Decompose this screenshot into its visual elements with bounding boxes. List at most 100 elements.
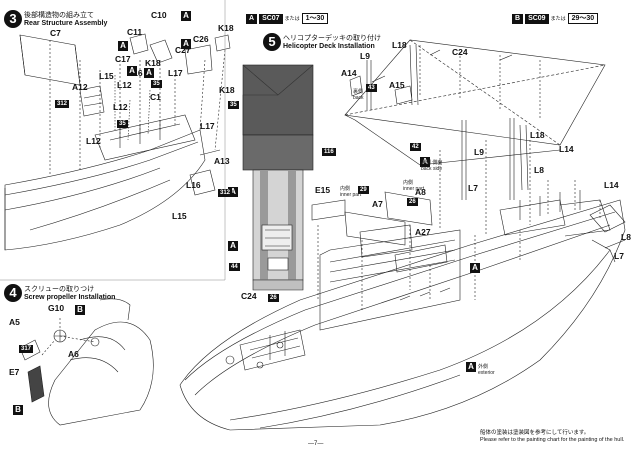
heli-deck-plate — [344, 39, 606, 146]
step-4-title: スクリューの取りつけ Screw propeller Installation — [24, 286, 115, 302]
step-4-title-en: Screw propeller Installation — [24, 294, 116, 301]
note-inner-part-a: 内側 inner part — [340, 186, 362, 198]
step-3-title-jp: 後部構造物の組み立て — [24, 12, 94, 19]
step-5-title-en: Helicopter Deck Installation — [283, 43, 375, 50]
part-l14-b: L14 — [604, 180, 619, 190]
part-a13: A13 — [214, 156, 230, 166]
rear-deck — [94, 114, 196, 161]
part-l16-lower: L16 — [186, 180, 201, 190]
part-l8-b: L8 — [621, 232, 631, 242]
part-a27: A27 — [415, 227, 431, 237]
marker-a-2: A — [118, 41, 128, 51]
part-a6: A6 — [68, 349, 79, 359]
callout-26-b: 26 — [407, 198, 418, 206]
part-l15-top: L15 — [99, 71, 114, 81]
part-l18-mid: L18 — [530, 130, 545, 140]
part-c24-deck: C24 — [241, 291, 257, 301]
part-l12-a: L12 — [117, 80, 132, 90]
marker-a-4: A — [127, 66, 137, 76]
c10-part — [149, 39, 173, 64]
marker-a-5: A — [144, 68, 154, 78]
marker-a-6: A — [228, 241, 238, 251]
main-hull-outline — [179, 199, 626, 431]
part-l8-a: L8 — [534, 165, 544, 175]
part-c7: C7 — [50, 28, 61, 38]
part-k18-right: K18 — [218, 23, 234, 33]
part-a12: A12 — [72, 82, 88, 92]
part-l18-top: L18 — [392, 40, 407, 50]
note-back: 裏側 back — [353, 89, 364, 101]
part-a8: A8 — [415, 187, 426, 197]
part-k18-top: K18 — [145, 58, 161, 68]
step-3-number: 3 — [4, 10, 22, 28]
step-5-number: 5 — [263, 33, 281, 51]
part-l17-lower: L17 — [200, 121, 215, 131]
legend-a-key: A — [246, 13, 258, 24]
part-c1: C1 — [150, 92, 161, 102]
c27-part — [184, 44, 213, 75]
legend-a-or: または — [284, 16, 300, 22]
part-l7-b: L7 — [614, 251, 624, 261]
part-l17-top: L17 — [168, 68, 183, 78]
step-4-number: 4 — [4, 284, 22, 302]
part-e7: E7 — [9, 367, 20, 377]
legend-b-code: SC09 — [525, 13, 549, 24]
part-a15: A15 — [389, 80, 405, 90]
note-back-side: 裏側 側面 back side — [421, 160, 443, 172]
callout-312-b: 312 — [218, 189, 233, 197]
part-a5: A5 — [9, 317, 20, 327]
footer-note-jp: 船体の塗装は塗装図を参考にして行います。 — [480, 430, 590, 436]
footer-note: 船体の塗装は塗装図を参考にして行います。 Please refer to the… — [480, 430, 624, 444]
page-number: ―7― — [308, 441, 324, 447]
legend-b-key: B — [512, 13, 524, 24]
part-l14-a: L14 — [559, 144, 574, 154]
callout-35-b: 35 — [117, 120, 128, 128]
rear-hull-outline — [4, 129, 206, 251]
legend-b: B SC09 または 29～30 — [512, 13, 599, 24]
part-e15: E15 — [315, 185, 331, 195]
part-c27: C27 — [175, 45, 191, 55]
step-3-title-en: Rear Structure Assembly — [24, 20, 108, 27]
marker-a-8: A — [420, 157, 430, 167]
callout-29: 29 — [358, 186, 369, 194]
callout-42: 42 — [410, 143, 421, 151]
marker-a-7: A — [228, 187, 238, 197]
footer-note-en: Please refer to the painting chart for t… — [480, 437, 625, 443]
note-exterior: 外側 exterior — [478, 364, 495, 376]
callout-35-a: 35 — [151, 80, 162, 88]
part-l9-top: L9 — [360, 51, 370, 61]
part-a7: A7 — [372, 199, 383, 209]
step-5-title-jp: ヘリコプターデッキの取り付け — [283, 35, 381, 42]
step-5-title: ヘリコプターデッキの取り付け Helicopter Deck Installat… — [283, 35, 381, 51]
callout-26-a: 26 — [268, 294, 279, 302]
part-k18-lower: K18 — [219, 85, 235, 95]
part-g10: G10 — [48, 303, 65, 313]
part-c11: C11 — [127, 27, 143, 37]
marker-b-2: B — [13, 405, 23, 415]
callout-312-a: 312 — [55, 100, 70, 108]
part-l7-a: L7 — [468, 183, 478, 193]
part-c26: C26 — [193, 34, 209, 44]
part-c17: C17 — [115, 54, 131, 64]
callout-43: 43 — [366, 84, 377, 92]
step-4-title-jp: スクリューの取りつけ — [24, 286, 95, 293]
callout-44: 44 — [229, 263, 240, 271]
legend-a: A SC07 または 1～30 — [246, 13, 329, 24]
note-inner-part-b: 内側 inner part — [403, 180, 425, 192]
part-c10: C10 — [151, 10, 167, 20]
part-l12-c: L12 — [86, 136, 101, 146]
marker-a-3: A — [181, 39, 191, 49]
part-a14: A14 — [341, 68, 357, 78]
part-l9-mid: L9 — [474, 147, 484, 157]
part-c24-top: C24 — [452, 47, 468, 57]
callout-317: 317 — [19, 345, 34, 353]
legend-b-range: 29～30 — [567, 13, 599, 24]
step-3-title: 後部構造物の組み立て Rear Structure Assembly — [24, 12, 107, 28]
a12-part — [79, 85, 105, 117]
legend-a-code: SC07 — [259, 13, 283, 24]
legend-a-range: 1～30 — [301, 13, 329, 24]
callout-116: 116 — [322, 148, 336, 156]
marker-a-10: A — [470, 263, 480, 273]
marker-a-1: A — [181, 11, 191, 21]
